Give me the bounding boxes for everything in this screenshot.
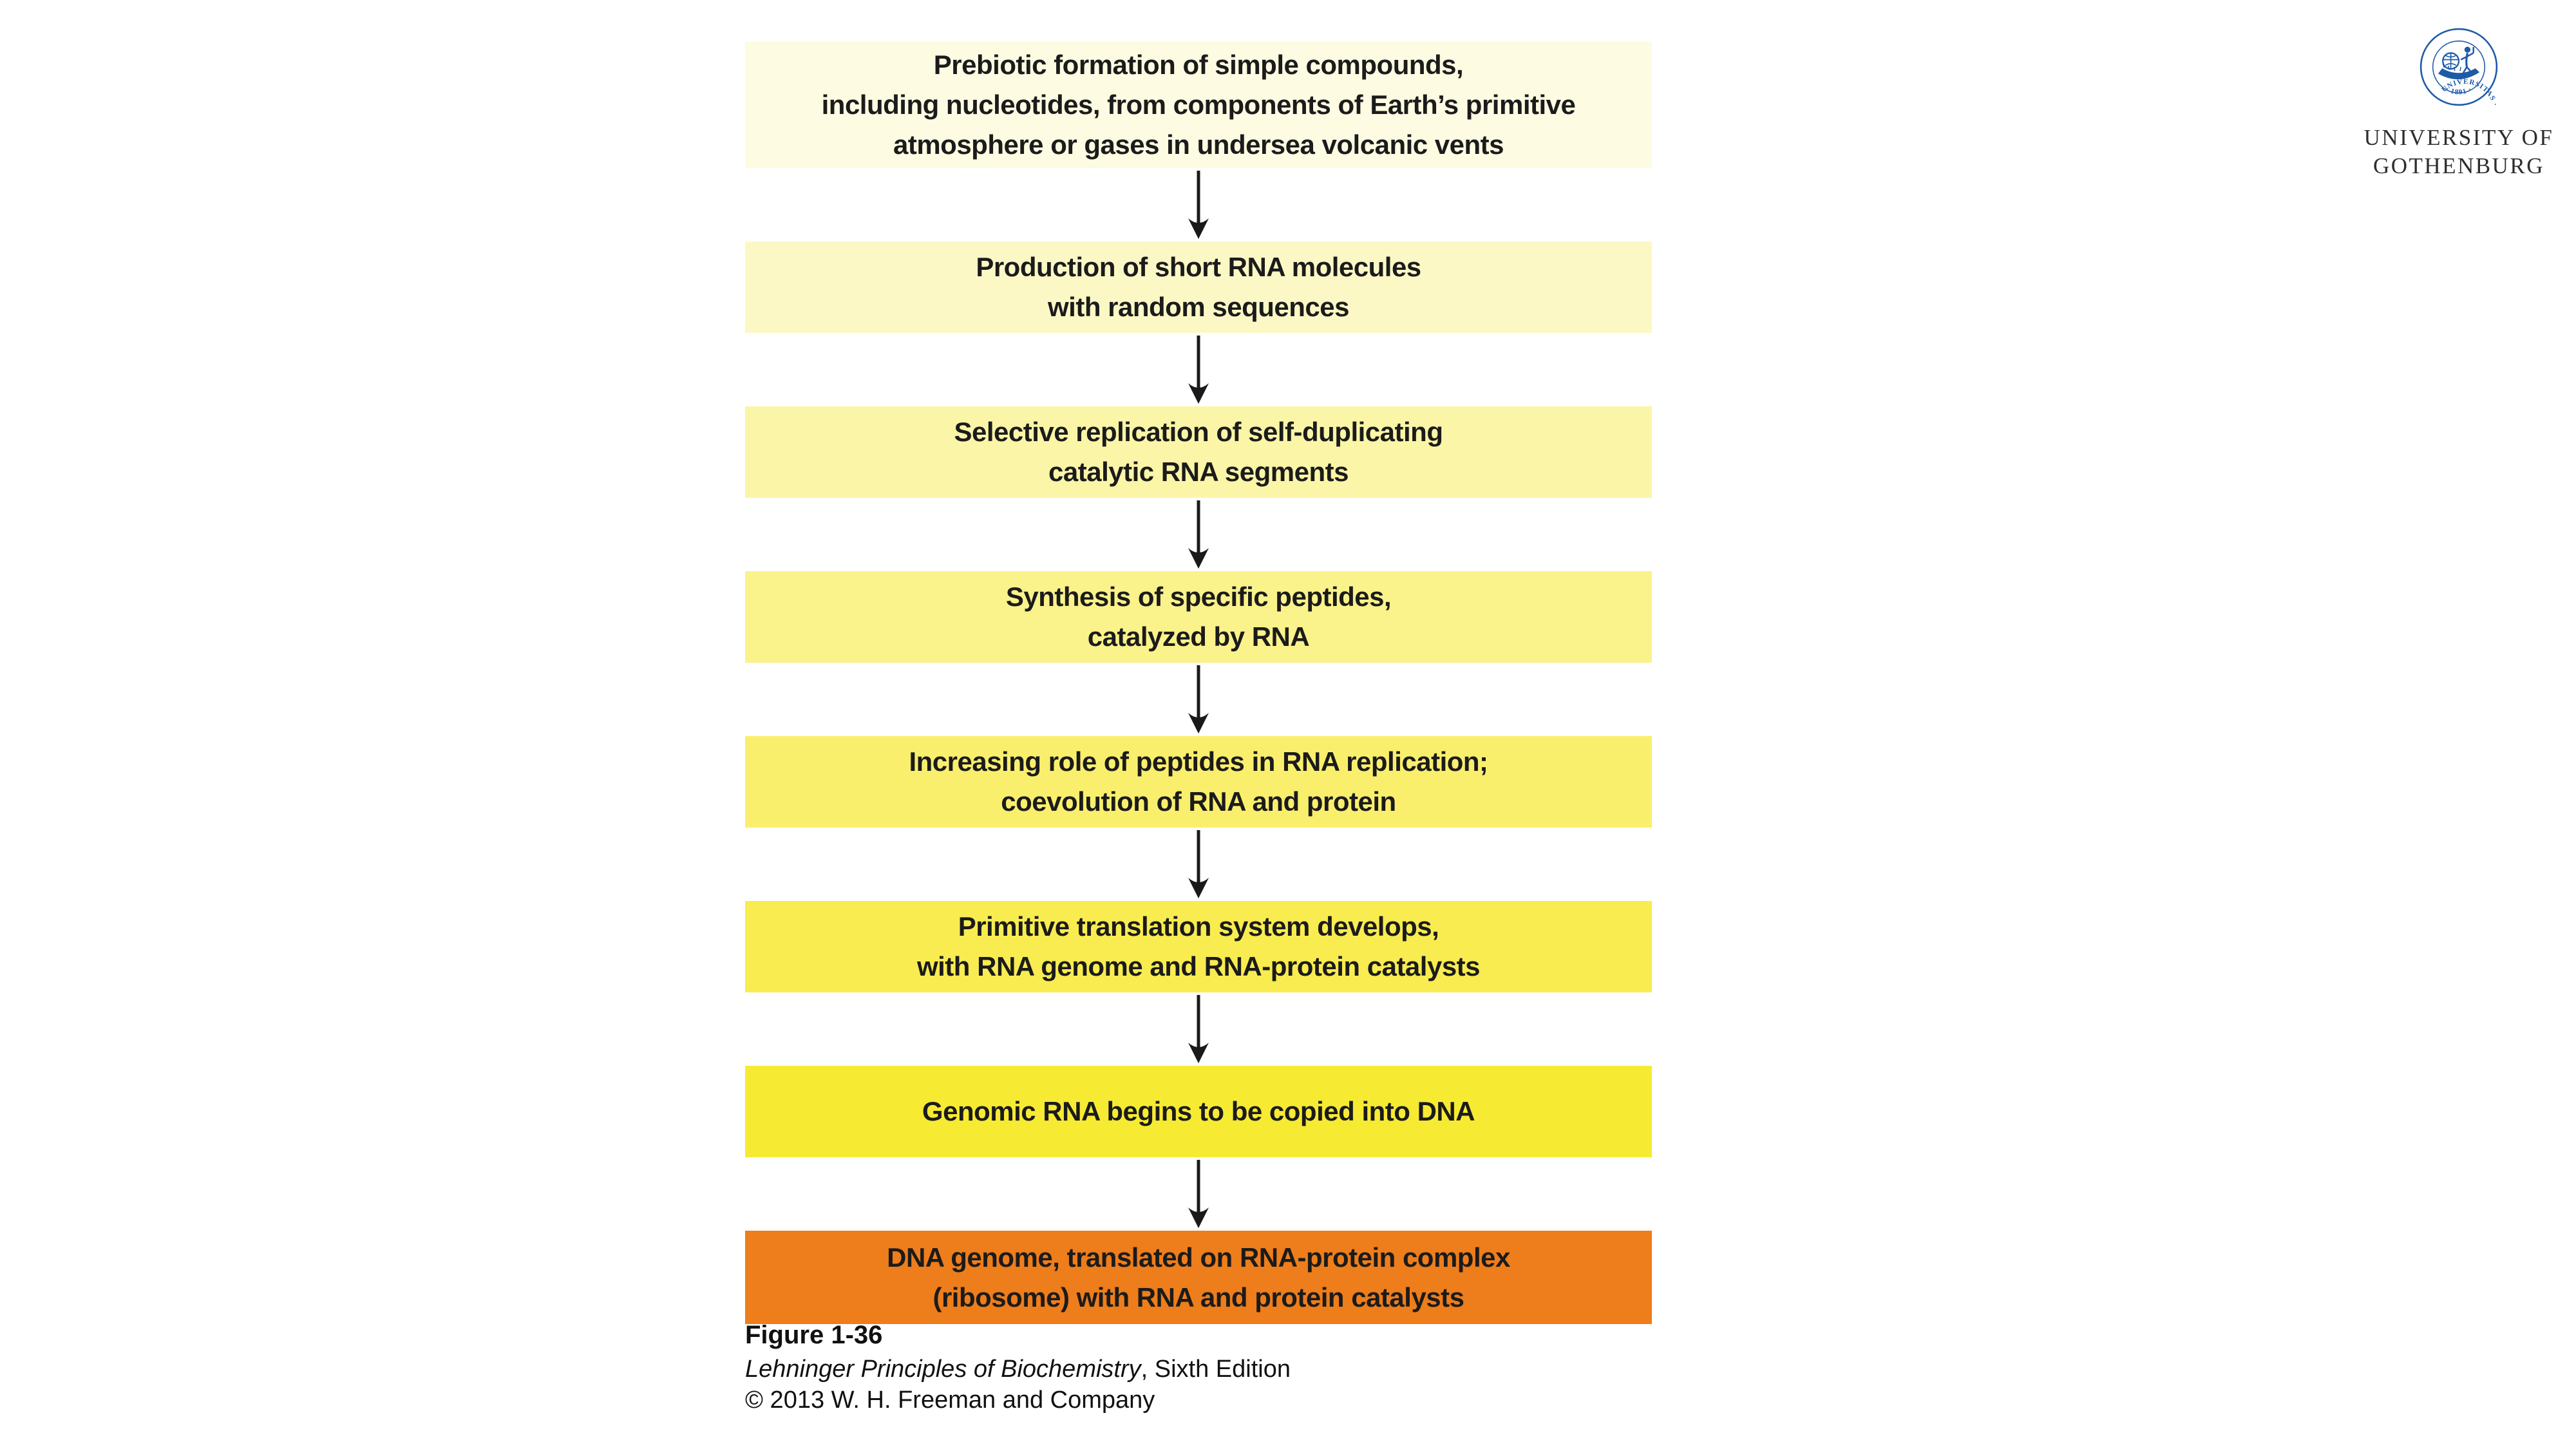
down-arrow-icon [1188,830,1209,898]
university-seal-icon: UNIVERSITAS · GOTHOBURGENSIS · · 1891 · [2420,28,2499,107]
figure-caption: Figure 1-36 Lehninger Principles of Bioc… [745,1320,1291,1416]
flow-step-coevolution: Increasing role of peptides in RNA repli… [745,736,1652,828]
down-arrow-icon [1188,1160,1209,1228]
flow-step-prebiotic-formation: Prebiotic formation of simple compounds,… [745,42,1652,168]
down-arrow-icon [1188,336,1209,404]
flow-step-short-rna: Production of short RNA molecules with r… [745,242,1652,333]
flow-step-dna-genome: DNA genome, translated on RNA-protein co… [745,1231,1652,1324]
university-logo: UNIVERSITAS · GOTHOBURGENSIS · · 1891 · … [2349,27,2568,180]
wordmark-line-1: UNIVERSITY OF [2363,125,2554,150]
copyright-line: © 2013 W. H. Freeman and Company [745,1387,1155,1414]
flow-step-peptide-synthesis: Synthesis of specific peptides, catalyze… [745,571,1652,663]
down-arrow-icon [1188,995,1209,1063]
svg-text:· 1891 ·: · 1891 · [2444,85,2473,96]
down-arrow-icon [1188,500,1209,569]
university-wordmark: UNIVERSITY OF GOTHENBURG [2364,124,2554,180]
down-arrow-icon [1188,665,1209,734]
book-title: Lehninger Principles of Biochemistry, Si… [745,1354,1291,1385]
flow-step-rna-to-dna: Genomic RNA begins to be copied into DNA [745,1066,1652,1157]
seal-year-text: · 1891 · [2444,85,2472,96]
book-title-italic: Lehninger Principles of Biochemistry [745,1356,1141,1383]
flow-step-translation-system: Primitive translation system develops, w… [745,901,1652,992]
seal-ship-motif [2438,46,2480,80]
flowchart: Prebiotic formation of simple compounds,… [745,42,1652,1324]
wordmark-line-2: GOTHENBURG [2372,153,2545,178]
down-arrow-icon [1188,171,1209,239]
figure-number: Figure 1-36 [745,1321,883,1349]
flow-step-selective-replication: Selective replication of self-duplicatin… [745,406,1652,498]
book-edition: , Sixth Edition [1141,1356,1291,1383]
